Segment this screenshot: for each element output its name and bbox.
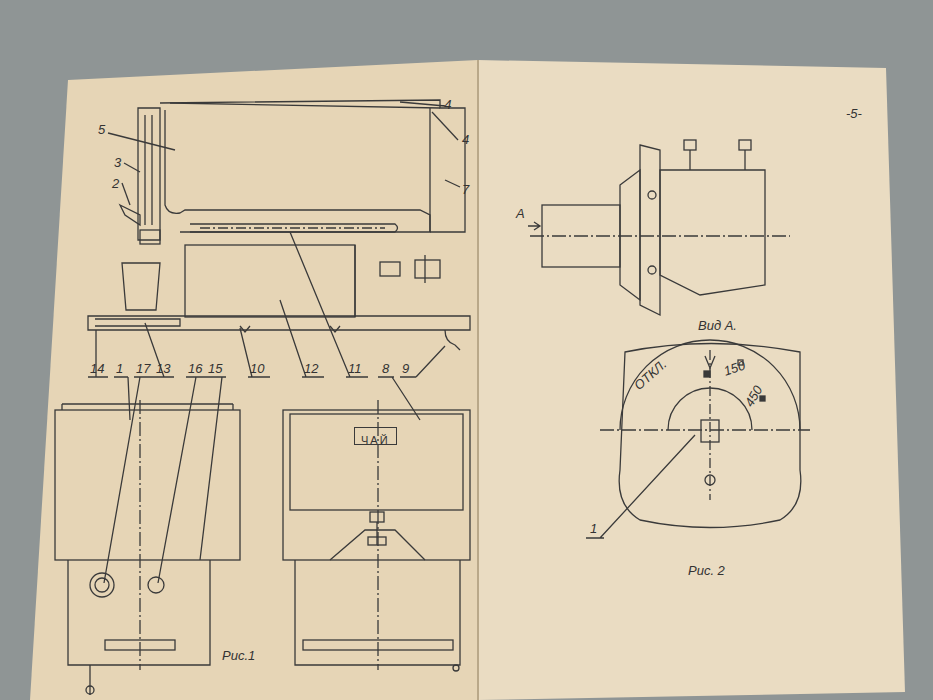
callout-label: Вид А. bbox=[698, 318, 737, 333]
callout-label: А bbox=[516, 206, 525, 221]
callout-label: 5 bbox=[98, 122, 105, 137]
callout-label: 1 bbox=[116, 361, 123, 376]
callout-label: 11 bbox=[348, 361, 362, 376]
callout-label: -4 bbox=[440, 97, 452, 112]
callout-label: 9 bbox=[402, 361, 409, 376]
callout-label: 7 bbox=[462, 182, 469, 197]
callout-label: 3 bbox=[114, 155, 121, 170]
plate-text: ЧАЙ bbox=[361, 434, 390, 446]
callout-label: 15 bbox=[208, 361, 222, 376]
callout-label: -5- bbox=[846, 106, 862, 121]
callout-label: 4 bbox=[462, 132, 469, 147]
callout-label: 8 bbox=[382, 361, 389, 376]
callout-label: Рис.1 bbox=[222, 648, 255, 663]
callout-label: 13 bbox=[156, 361, 170, 376]
label-plate: ЧАЙ bbox=[354, 427, 397, 445]
callout-label: 10 bbox=[250, 361, 264, 376]
callout-label: 2 bbox=[112, 176, 119, 191]
callout-label: 16 bbox=[188, 361, 202, 376]
callout-label: 1 bbox=[590, 521, 597, 536]
callout-label: 12 bbox=[304, 361, 318, 376]
callout-label: 14 bbox=[90, 361, 104, 376]
callout-label: Рис. 2 bbox=[688, 563, 725, 578]
callout-label: 17 bbox=[136, 361, 150, 376]
